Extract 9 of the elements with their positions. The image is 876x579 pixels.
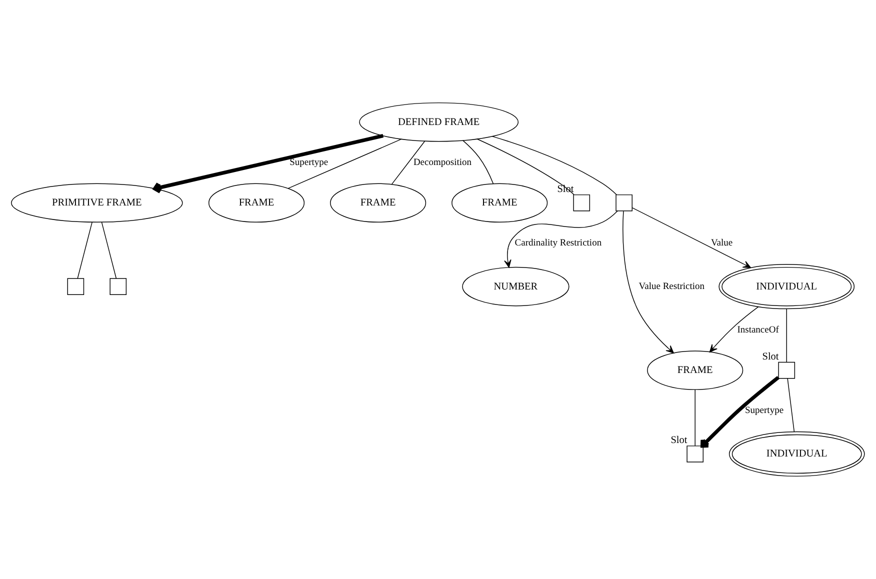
edge-label: InstanceOf — [737, 325, 779, 336]
edge-label: Value — [711, 238, 733, 249]
edge-label: Cardinality Restriction — [514, 238, 602, 249]
node-label: Slot — [670, 435, 688, 446]
edge-label: Supertype — [290, 158, 328, 168]
node-label: Slot — [762, 351, 779, 362]
edge-label: Decomposition — [413, 158, 472, 168]
edge-label: Value Restriction — [638, 282, 705, 292]
edge-label: Supertype — [745, 406, 784, 416]
